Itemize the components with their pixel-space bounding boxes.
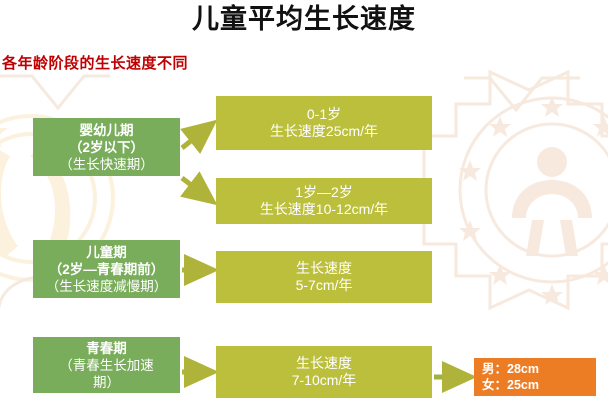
stage-childhood-line3: （生长速度减慢期） <box>45 278 168 294</box>
stage-childhood-line2: （2岁—青春期前） <box>48 261 165 277</box>
rate-box-puberty[interactable]: 生长速度 7-10cm/年 <box>216 346 432 398</box>
stage-box-puberty[interactable]: 青春期 （青春生长加速 期） <box>33 337 180 393</box>
corner-chevron-left-icon <box>0 74 110 111</box>
page-subtitle: 各年龄阶段的生长速度不同 <box>2 55 189 72</box>
stage-puberty-line3: 期） <box>93 374 120 390</box>
rate-box-age-1-2[interactable]: 1岁—2岁 生长速度10-12cm/年 <box>216 178 432 224</box>
rate-box-childhood[interactable]: 生长速度 5-7cm/年 <box>216 251 432 303</box>
rate-puberty-line2: 7-10cm/年 <box>291 372 357 388</box>
rate-puberty-line1: 生长速度 <box>296 355 352 371</box>
rate-childhood-line1: 生长速度 <box>296 260 352 276</box>
emblem-watermark-icon <box>422 69 608 311</box>
stage-box-childhood[interactable]: 儿童期 （2岁—青春期前） （生长速度减慢期） <box>33 240 180 298</box>
rate-0-1-line2: 生长速度25cm/年 <box>269 123 379 139</box>
page-title: 儿童平均生长速度 <box>192 4 416 34</box>
stage-puberty-line2: （青春生长加速 <box>59 357 154 373</box>
arrow-infancy-to-1-2 <box>180 171 218 206</box>
stage-infancy-line2: （2岁以下） <box>68 139 144 155</box>
total-gain-box[interactable]: 男：28cm 女：25cm <box>474 358 596 396</box>
corner-chevron-right-icon <box>464 76 580 113</box>
rate-0-1-line1: 0-1岁 <box>306 106 342 122</box>
stage-infancy-line1: 婴幼儿期 <box>79 122 134 138</box>
rate-childhood-line2: 5-7cm/年 <box>295 277 353 293</box>
total-gain-male: 男：28cm <box>482 362 539 376</box>
total-gain-female: 女：25cm <box>482 378 539 392</box>
rate-1-2-line2: 生长速度10-12cm/年 <box>259 201 389 217</box>
stage-infancy-line3: （生长快速期） <box>59 156 154 172</box>
rate-1-2-line1: 1岁—2岁 <box>295 184 353 200</box>
stage-childhood-line1: 儿童期 <box>86 244 127 260</box>
stage-box-infancy[interactable]: 婴幼儿期 （2岁以下） （生长快速期） <box>33 118 180 176</box>
stage-puberty-line1: 青春期 <box>86 340 127 356</box>
rate-box-age-0-1[interactable]: 0-1岁 生长速度25cm/年 <box>216 96 432 150</box>
arrow-infancy-to-0-1 <box>180 119 218 154</box>
